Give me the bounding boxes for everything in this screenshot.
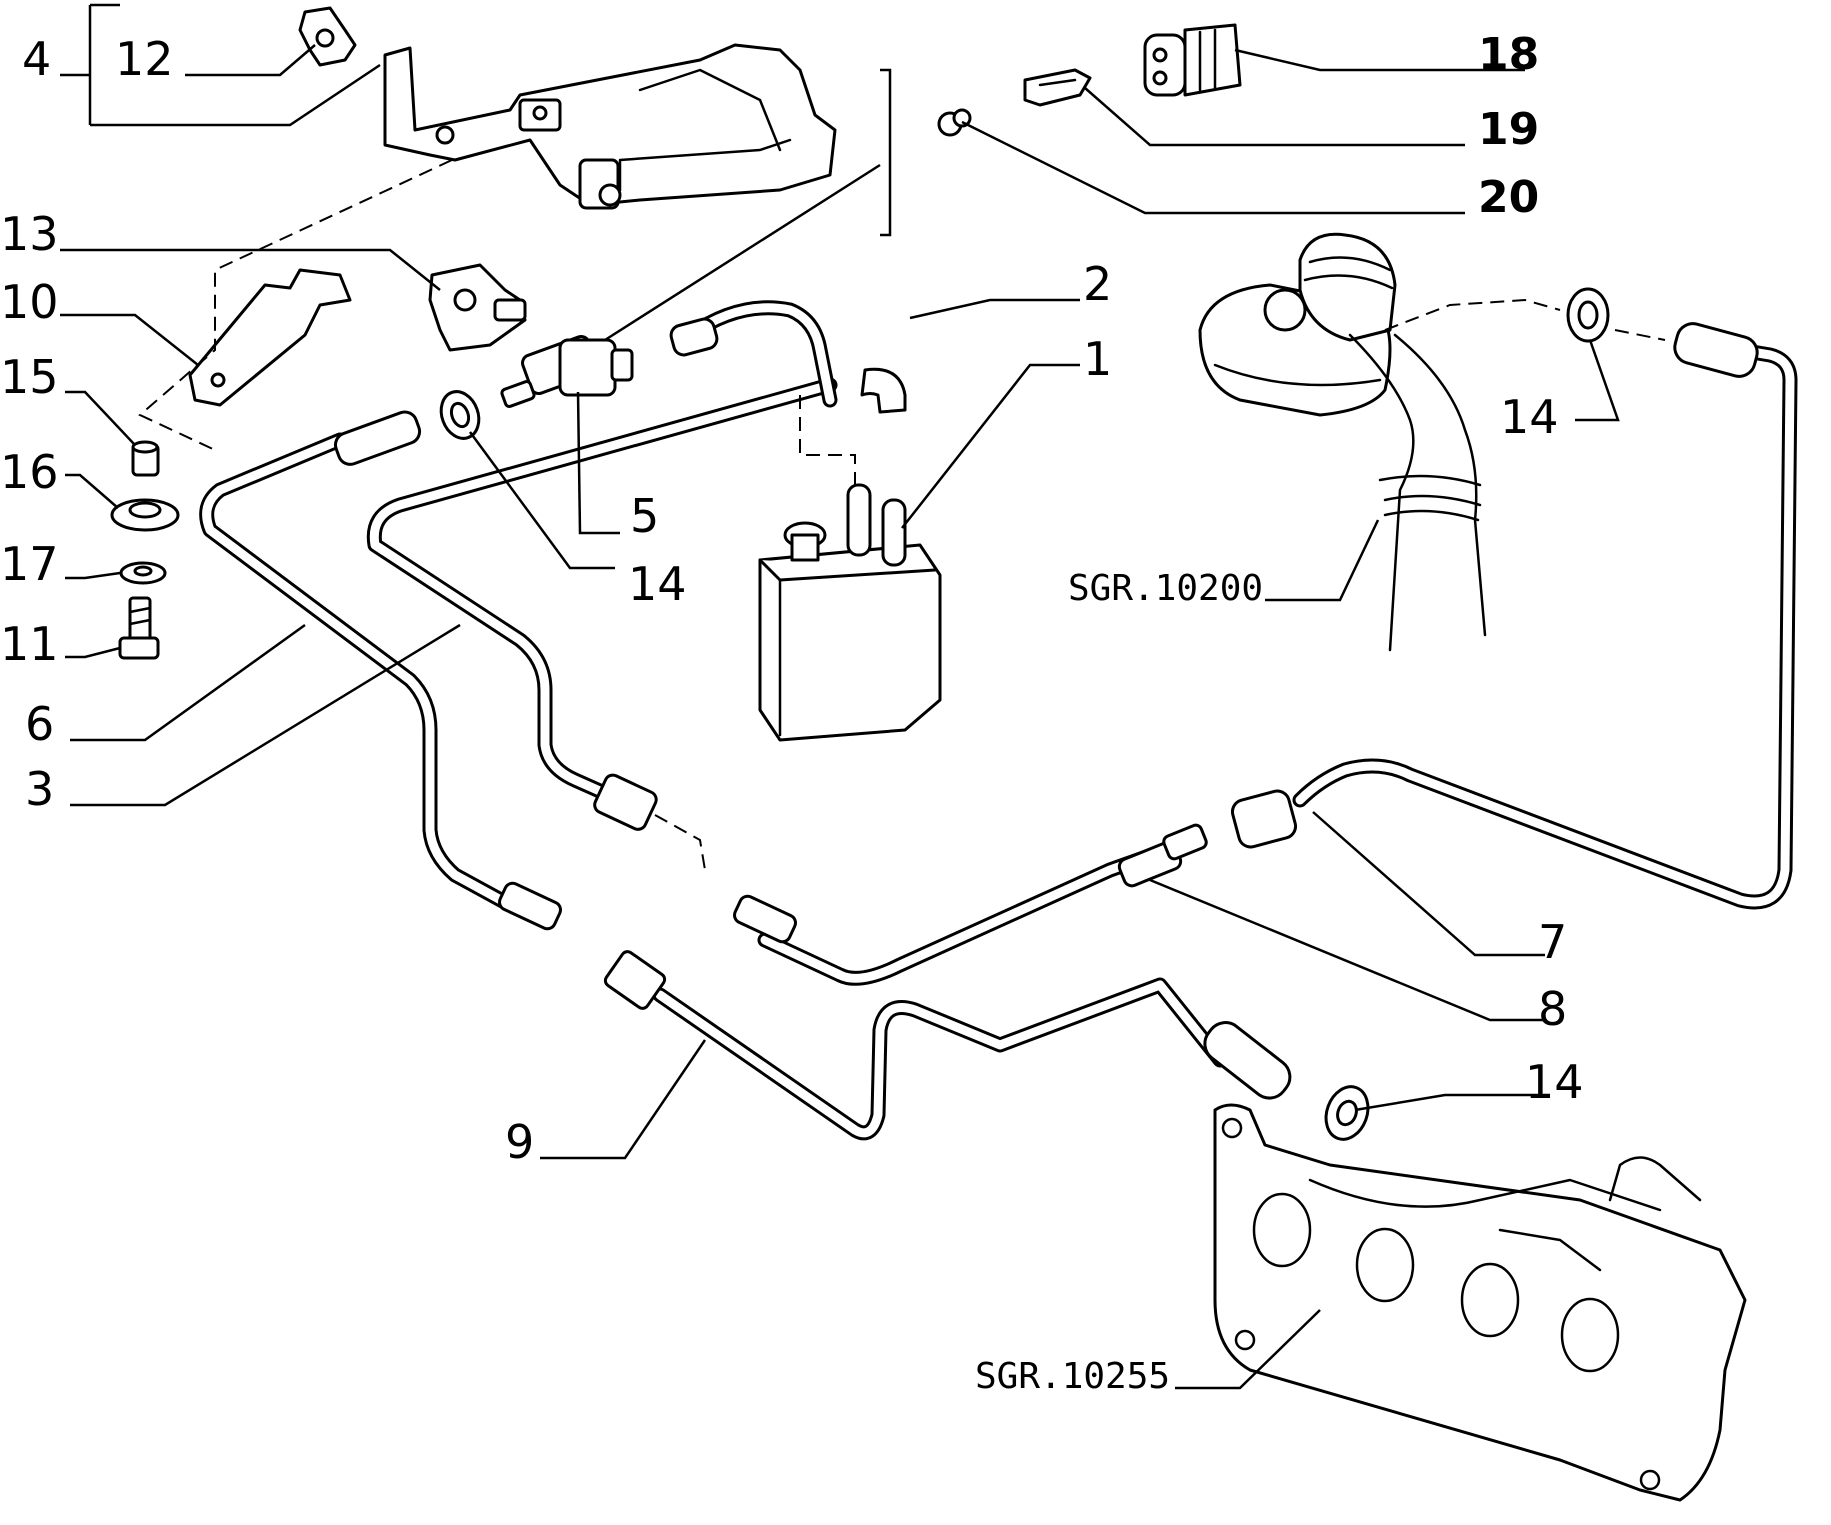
callout-16: 16 xyxy=(0,445,59,499)
callout-5: 5 xyxy=(630,489,659,543)
connector-18 xyxy=(1143,23,1242,97)
bracket-assembly-4 xyxy=(383,43,837,210)
callout-11: 11 xyxy=(0,617,59,671)
hose-8 xyxy=(733,823,1208,986)
callout-7: 7 xyxy=(1538,915,1567,969)
plug-20 xyxy=(937,108,972,137)
intake-hose-reference xyxy=(1198,232,1487,652)
callout-4: 4 xyxy=(22,32,51,86)
terminal-19 xyxy=(1023,68,1092,107)
callout-labels: 4 12 18 19 20 13 10 15 16 17 11 6 3 2 1 … xyxy=(0,29,1584,1397)
guide-lines xyxy=(138,159,1666,871)
callout-9: 9 xyxy=(505,1115,534,1169)
nut-14 xyxy=(439,390,481,440)
callout-20: 20 xyxy=(1478,172,1539,223)
callout-18: 18 xyxy=(1478,29,1539,80)
charcoal-canister-1 xyxy=(758,483,942,742)
grommet-16 xyxy=(110,498,180,532)
clip-12 xyxy=(298,6,357,67)
washer-17 xyxy=(119,561,167,585)
hose-7 xyxy=(1230,322,1798,910)
callout-13: 13 xyxy=(0,207,59,261)
bolt-11 xyxy=(118,596,160,660)
solenoid-valve-5 xyxy=(500,334,634,408)
callout-14-upper-right: 14 xyxy=(1500,390,1559,444)
hose-2 xyxy=(669,300,907,414)
bracket-10 xyxy=(188,268,352,407)
spacer-15 xyxy=(131,440,160,477)
callout-1: 1 xyxy=(1083,332,1112,386)
callout-14: 14 xyxy=(628,557,687,611)
clamp-13 xyxy=(428,263,527,352)
hose-9 xyxy=(603,950,1292,1141)
exhaust-manifold-reference xyxy=(1213,1103,1747,1502)
reference-sgr-10200: SGR.10200 xyxy=(1068,568,1263,609)
callout-15: 15 xyxy=(0,350,59,404)
callout-12: 12 xyxy=(115,32,174,86)
callout-19: 19 xyxy=(1478,104,1539,155)
leader-lines xyxy=(60,3,1620,1390)
callout-6: 6 xyxy=(25,697,54,751)
callout-3: 3 xyxy=(25,762,54,816)
nut-14-lower xyxy=(1324,1085,1370,1141)
callout-8: 8 xyxy=(1538,982,1567,1036)
callout-14-lower: 14 xyxy=(1525,1055,1584,1109)
nut-14-upper-right xyxy=(1566,287,1610,343)
callout-10: 10 xyxy=(0,275,59,329)
hose-3 xyxy=(366,377,838,831)
hose-6 xyxy=(199,410,562,931)
callout-17: 17 xyxy=(0,537,59,591)
callout-2: 2 xyxy=(1083,257,1112,311)
reference-sgr-10255: SGR.10255 xyxy=(975,1356,1170,1397)
